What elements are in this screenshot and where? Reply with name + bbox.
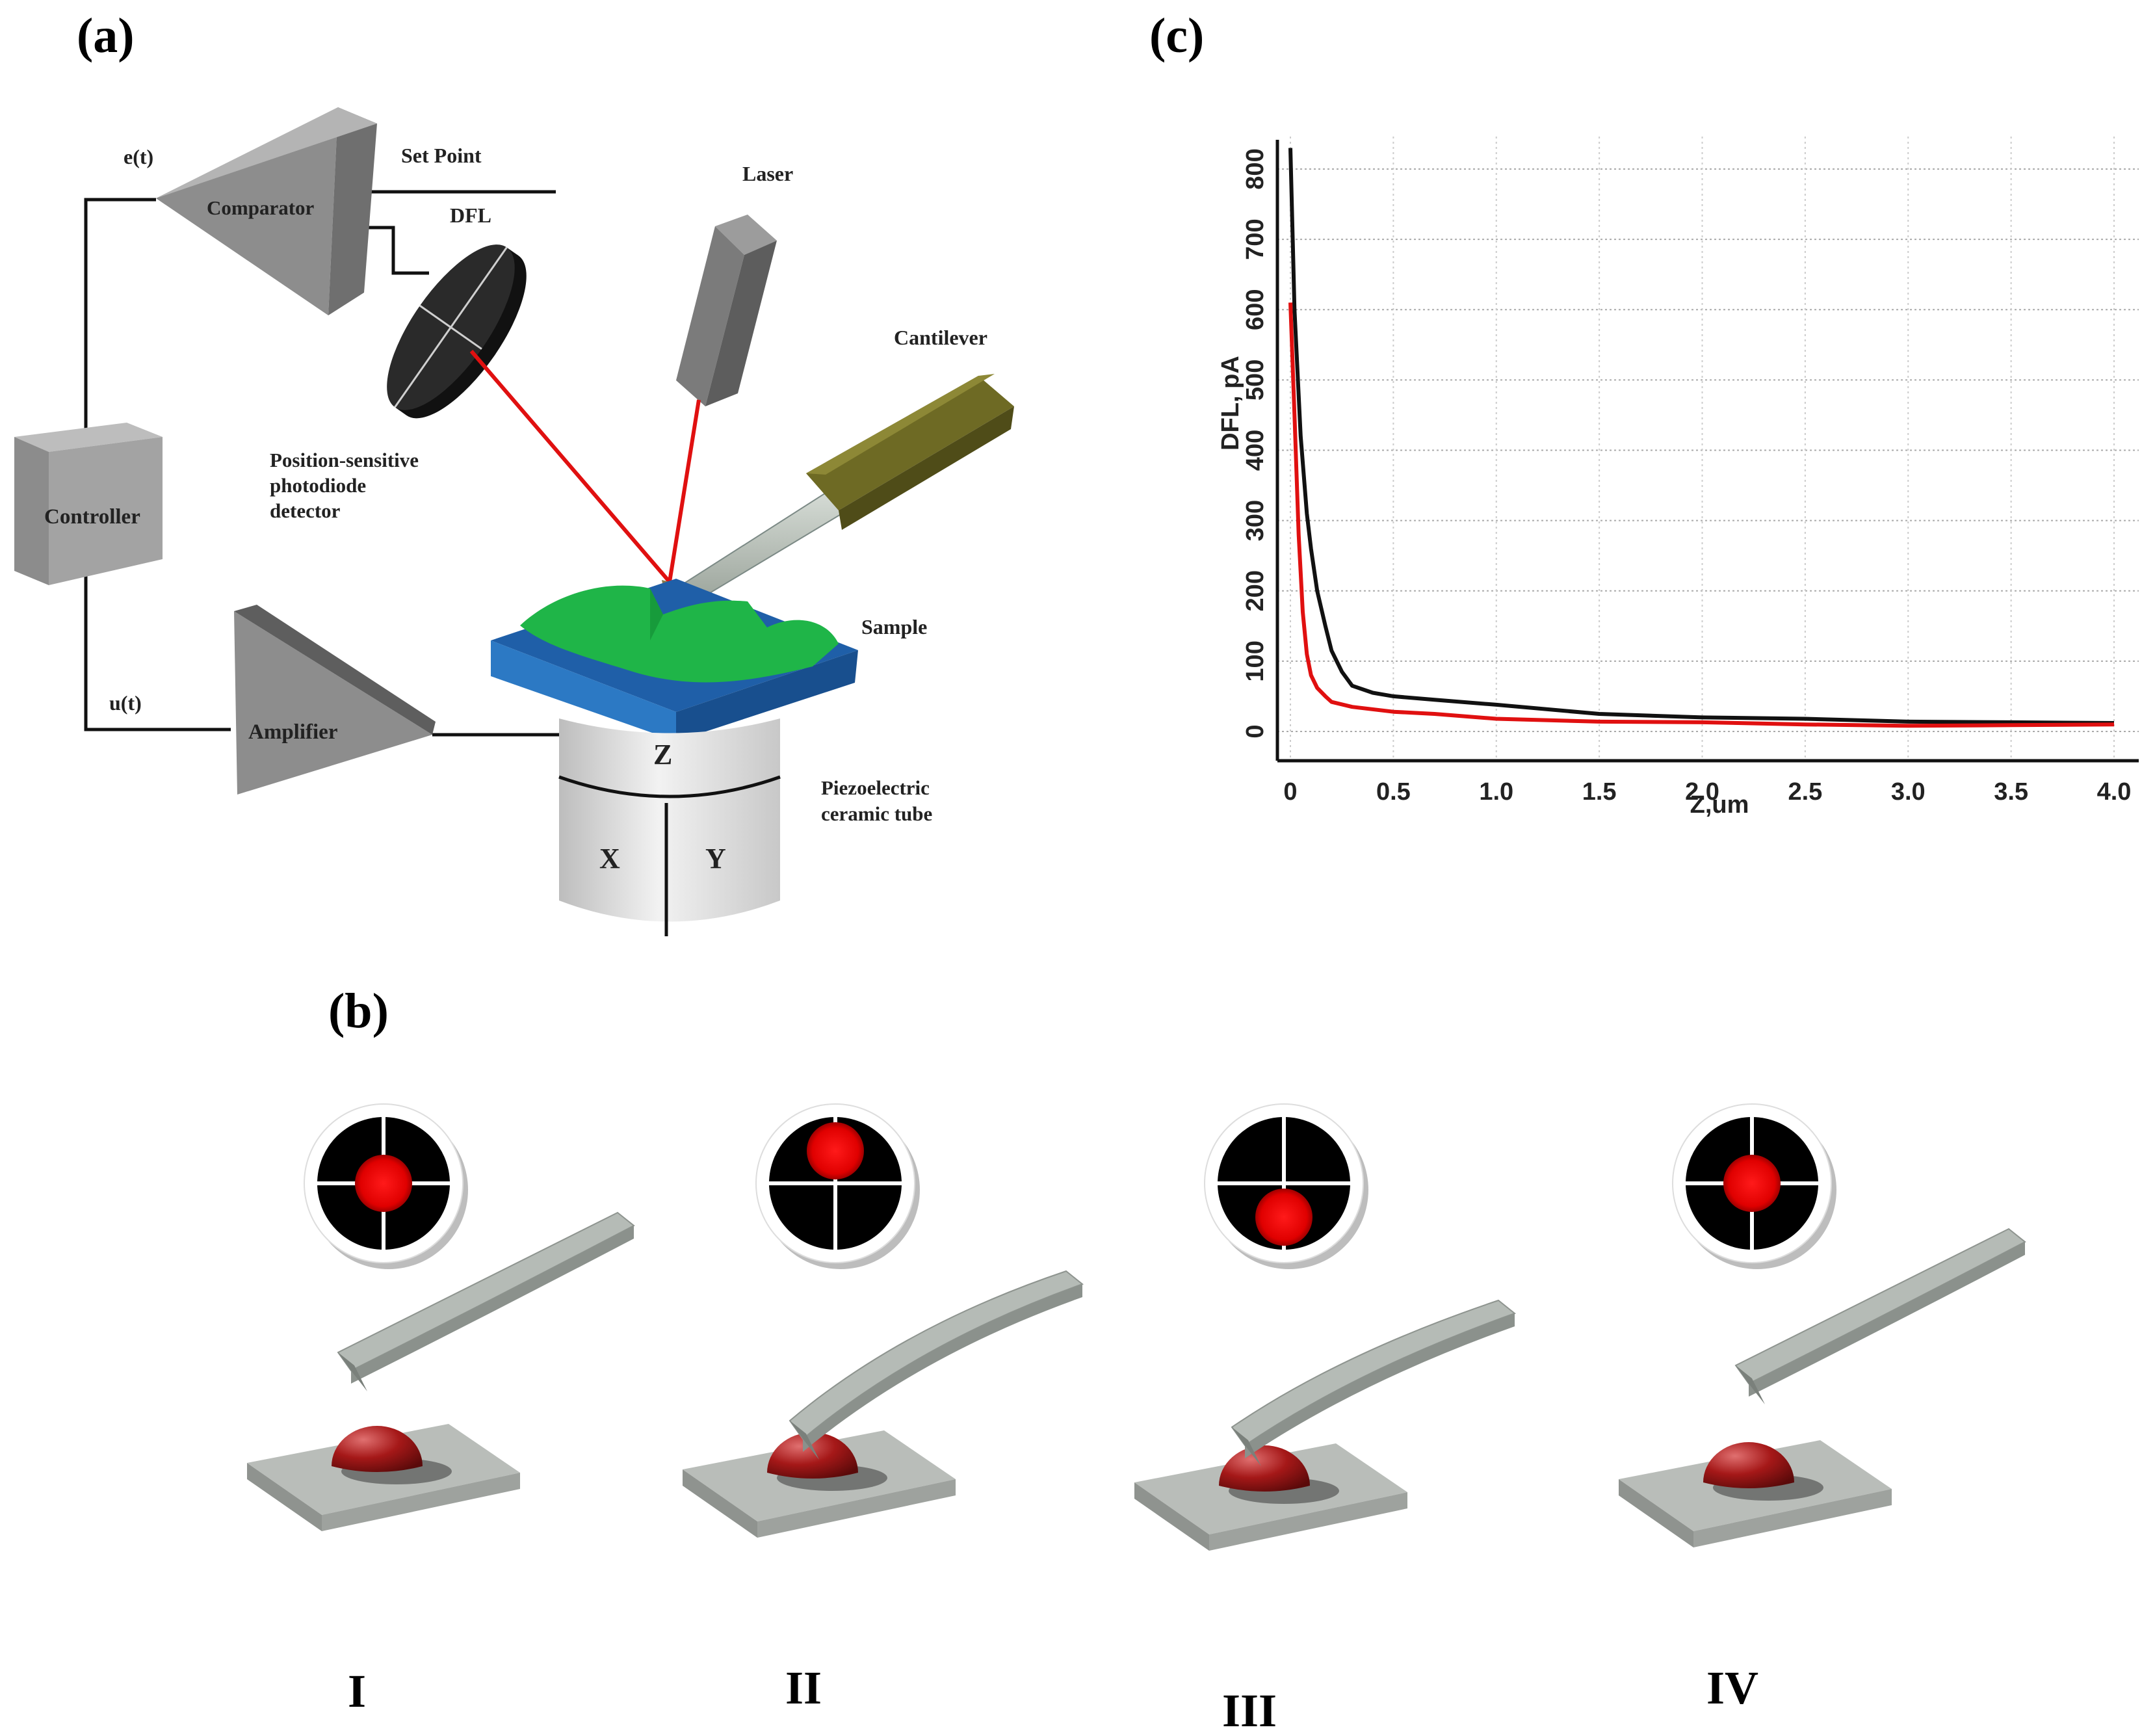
stage-4: IV (1619, 1103, 2026, 1714)
detector-target-icon (1204, 1103, 1368, 1269)
y-tick-label: 200 (1242, 570, 1269, 611)
stage-label: III (1222, 1685, 1277, 1736)
series-line-0 (1288, 148, 2115, 725)
comparator-block (156, 107, 377, 315)
y-tick-label: 600 (1242, 289, 1269, 330)
label-piezo-1: Piezoelectric (821, 776, 930, 799)
chart-series (1288, 148, 2115, 728)
controller-block (14, 423, 163, 585)
y-tick-label: 400 (1242, 430, 1269, 471)
substrate-plate (683, 1430, 956, 1538)
label-psd-1: Position-sensitive (270, 449, 419, 471)
amplifier-block (234, 605, 436, 795)
x-tick-label: 1.5 (1582, 778, 1617, 806)
piezo-tube (558, 718, 781, 936)
y-tick-label: 300 (1242, 500, 1269, 541)
x-tick-label: 4.0 (2097, 778, 2132, 806)
label-ut: u(t) (109, 691, 142, 715)
label-set-point: Set Point (401, 144, 482, 167)
laser-beam (469, 350, 701, 583)
label-controller: Controller (44, 505, 140, 529)
laser-spot-icon (1255, 1189, 1313, 1246)
y-tick-label: 700 (1242, 218, 1269, 259)
sample-dome (1703, 1442, 1794, 1488)
cantilever-beam (337, 1211, 635, 1391)
sample-dome (1219, 1445, 1310, 1492)
label-cantilever: Cantilever (894, 326, 987, 349)
x-axis-label: Z,um (1690, 791, 1749, 819)
detector-target-icon (755, 1103, 920, 1269)
substrate-plate (1619, 1440, 1892, 1547)
detector-target-icon (1672, 1103, 1836, 1269)
label-psd-2: photodiode (270, 474, 366, 497)
y-tick-label: 500 (1242, 360, 1269, 401)
label-piezo-2: ceramic tube (821, 802, 932, 825)
cantilever-beam (789, 1270, 1084, 1460)
afm-schematic: e(t) Comparator Set Point DFL Laser Cant… (14, 107, 1014, 936)
x-tick-label: 3.5 (1994, 778, 2028, 806)
label-psd-3: detector (270, 499, 341, 522)
x-tick-label: 0 (1283, 778, 1297, 806)
laser-spot-icon (355, 1155, 412, 1212)
label-comparator: Comparator (207, 196, 315, 219)
stage-label: I (348, 1665, 366, 1717)
label-laser: Laser (742, 162, 793, 185)
stage-label: IV (1706, 1662, 1758, 1714)
label-y: Y (705, 843, 726, 875)
x-tick-label: 2.0 (1685, 778, 1719, 806)
label-amplifier: Amplifier (248, 720, 337, 744)
laser-spot-icon (1723, 1155, 1781, 1212)
x-tick-label: 2.5 (1788, 778, 1822, 806)
label-x: X (599, 843, 620, 875)
laser-spot-icon (807, 1122, 864, 1179)
panel-label-a: (a) (77, 8, 135, 63)
label-sample: Sample (861, 615, 927, 638)
sample-stage (491, 579, 858, 741)
chart-grid (1277, 137, 2139, 761)
laser-head (676, 215, 777, 406)
cantilever-beam (1734, 1228, 2026, 1404)
label-z: Z (653, 739, 672, 770)
detector-target-icon (304, 1103, 468, 1269)
substrate-plate (247, 1424, 520, 1531)
sample-dome (332, 1426, 423, 1472)
y-tick-label: 800 (1242, 148, 1269, 189)
sample-dome (767, 1432, 858, 1479)
y-tick-label: 100 (1242, 640, 1269, 681)
cantilever-beam (1231, 1299, 1517, 1466)
y-tick-labels: 0 100 200 300 400 500 600 700 800 (1242, 148, 1269, 738)
photodiode-disk (387, 244, 527, 419)
y-tick-label: 0 (1242, 724, 1269, 738)
panel-label-c: (c) (1149, 8, 1204, 63)
stage-1: I (247, 1103, 635, 1717)
series-line-1 (1288, 302, 2115, 728)
x-tick-label: 3.0 (1891, 778, 1926, 806)
panel-label-b: (b) (328, 984, 389, 1038)
stage-label: II (785, 1662, 822, 1714)
force-curve-chart: 0 0.5 1.0 1.5 2.0 2.5 3.0 3.5 4.0 0 100 200 300 400 5… (1217, 137, 2139, 819)
label-dfl: DFL (450, 204, 491, 227)
x-tick-labels: 0 0.5 1.0 1.5 2.0 2.5 3.0 3.5 4.0 (1283, 778, 2131, 806)
x-tick-label: 0.5 (1376, 778, 1411, 806)
stage-3: III (1134, 1103, 1517, 1736)
stage-2: II (683, 1103, 1084, 1714)
x-tick-label: 1.0 (1479, 778, 1513, 806)
y-axis-label: DFL, pA (1217, 356, 1244, 451)
substrate-plate (1134, 1443, 1407, 1551)
label-et: e(t) (124, 145, 153, 168)
cantilever-arm (662, 374, 1014, 624)
